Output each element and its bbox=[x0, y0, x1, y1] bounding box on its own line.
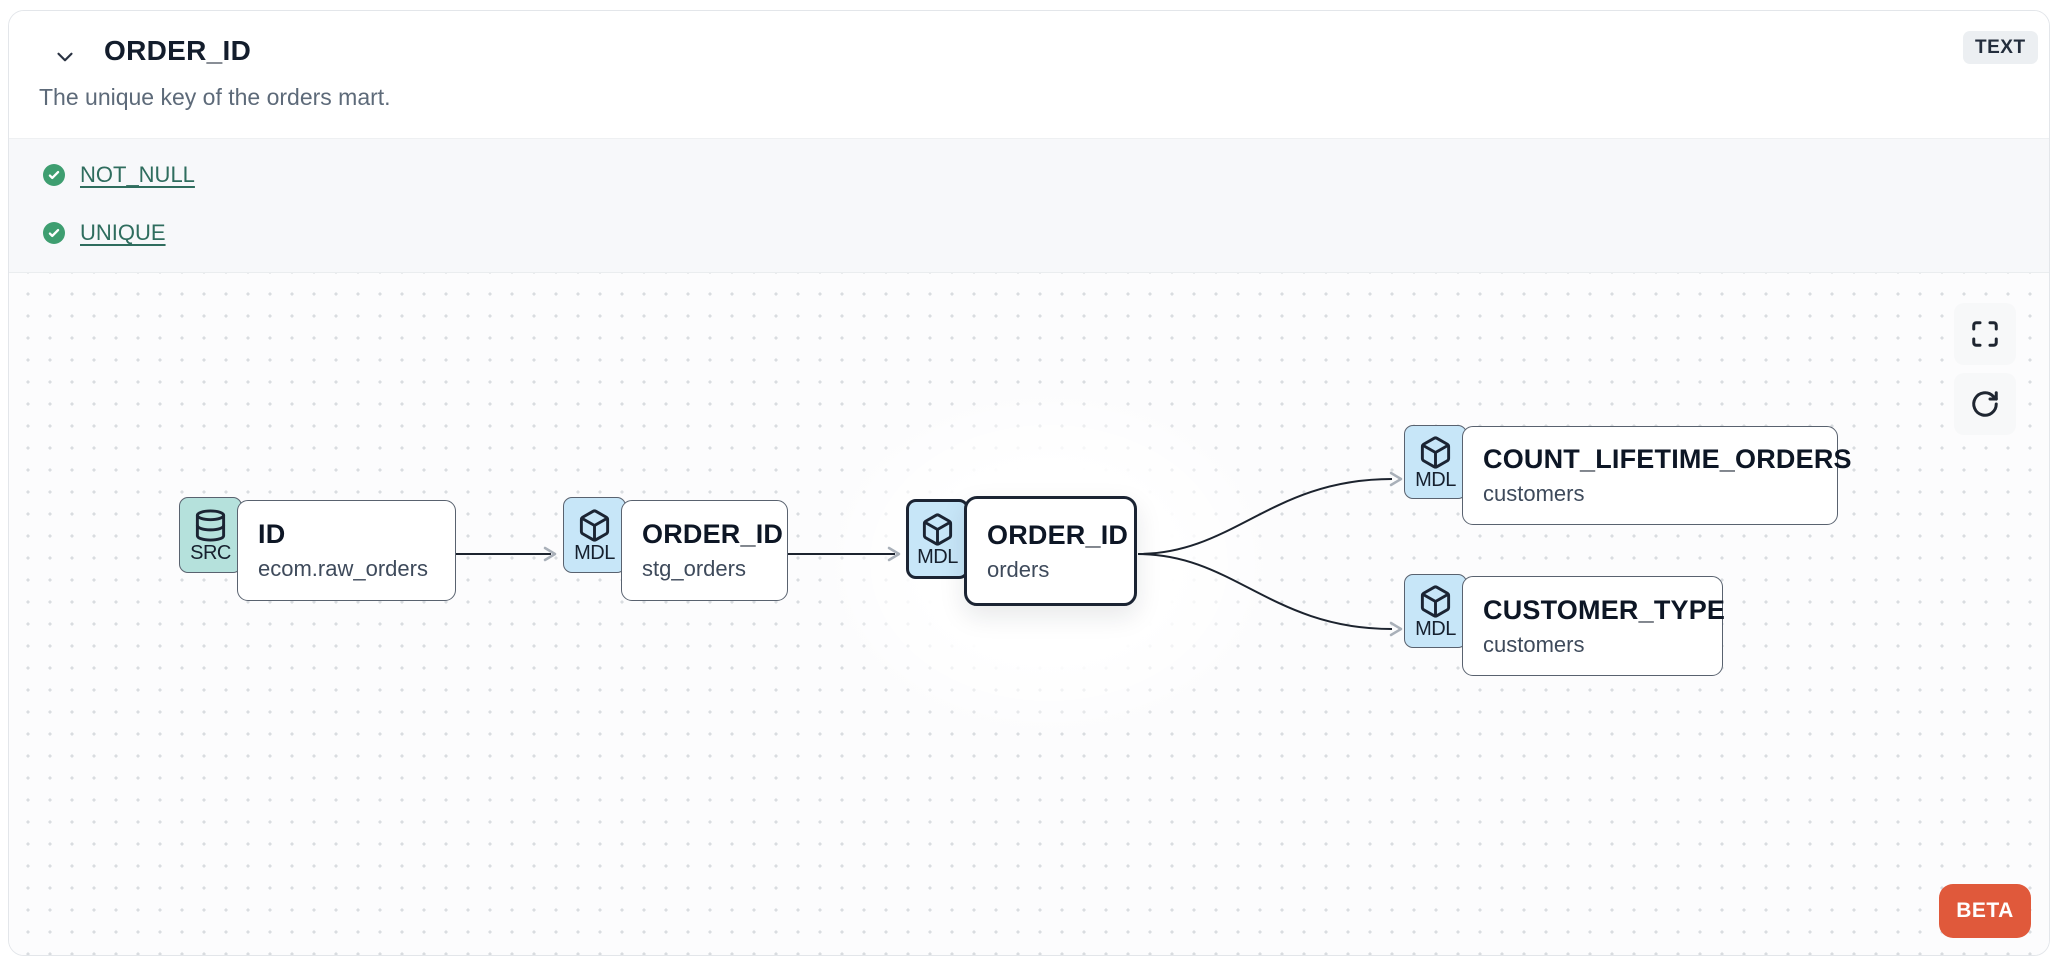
node-title: CUSTOMER_TYPE bbox=[1483, 594, 1726, 625]
node-title: ID bbox=[258, 519, 286, 549]
node-type-badge-mdl: MDL bbox=[1404, 425, 1467, 499]
node-kind-label: MDL bbox=[574, 542, 615, 564]
node-subtitle: orders bbox=[987, 556, 1050, 582]
lineage-canvas[interactable]: SRC ID ecom.raw_orders MDL ORDER_ID stg_… bbox=[9, 273, 2049, 955]
lineage-edges bbox=[454, 471, 1403, 637]
lineage-node-count-lifetime-orders[interactable]: MDL COUNT_LIFETIME_ORDERS customers bbox=[1404, 425, 1852, 525]
lineage-node-src-id[interactable]: SRC ID ecom.raw_orders bbox=[179, 497, 456, 601]
node-type-badge-mdl: MDL bbox=[1404, 574, 1467, 648]
node-card: COUNT_LIFETIME_ORDERS customers bbox=[1462, 426, 1852, 525]
fullscreen-button[interactable] bbox=[1954, 303, 2016, 365]
node-type-badge-mdl: MDL bbox=[906, 499, 969, 579]
node-title: ORDER_ID bbox=[642, 519, 784, 549]
column-details-card: ORDER_ID TEXT The unique key of the orde… bbox=[8, 10, 2050, 956]
test-row: UNIQUE bbox=[43, 219, 2049, 247]
beta-badge: BETA bbox=[1939, 884, 2031, 938]
column-name: ORDER_ID bbox=[104, 35, 252, 66]
node-card: ORDER_ID orders bbox=[964, 496, 1137, 606]
cube-icon bbox=[1418, 584, 1453, 619]
node-card: ID ecom.raw_orders bbox=[237, 500, 456, 601]
node-kind-label: MDL bbox=[1415, 618, 1456, 640]
tests-section: NOT_NULL UNIQUE bbox=[9, 138, 2049, 273]
node-type-badge-mdl: MDL bbox=[563, 497, 626, 573]
check-circle-icon bbox=[43, 222, 65, 244]
node-card: ORDER_ID stg_orders bbox=[621, 500, 788, 601]
collapse-button[interactable] bbox=[49, 41, 81, 73]
cube-icon bbox=[577, 508, 612, 543]
node-card: CUSTOMER_TYPE customers bbox=[1462, 576, 1726, 676]
node-subtitle: customers bbox=[1483, 631, 1585, 657]
node-subtitle: ecom.raw_orders bbox=[258, 556, 428, 581]
column-header: ORDER_ID TEXT The unique key of the orde… bbox=[9, 11, 2049, 138]
column-type-badge: TEXT bbox=[1963, 31, 2038, 64]
node-kind-label: MDL bbox=[1415, 469, 1456, 491]
cube-icon bbox=[1418, 435, 1453, 470]
node-title: COUNT_LIFETIME_ORDERS bbox=[1483, 444, 1852, 474]
check-circle-icon bbox=[43, 164, 65, 186]
fullscreen-icon bbox=[1970, 319, 2000, 349]
refresh-icon bbox=[1970, 389, 2000, 419]
lineage-node-stg-orders[interactable]: MDL ORDER_ID stg_orders bbox=[563, 497, 788, 601]
node-kind-label: SRC bbox=[190, 542, 231, 564]
lineage-node-orders-selected[interactable]: MDL ORDER_ID orders bbox=[906, 496, 1137, 606]
node-subtitle: customers bbox=[1483, 481, 1585, 506]
test-link-unique[interactable]: UNIQUE bbox=[80, 220, 166, 245]
column-description: The unique key of the orders mart. bbox=[39, 84, 391, 110]
cube-icon bbox=[920, 512, 955, 547]
test-link-not-null[interactable]: NOT_NULL bbox=[80, 162, 195, 187]
node-type-badge-src: SRC bbox=[179, 497, 242, 573]
refresh-button[interactable] bbox=[1954, 373, 2016, 435]
lineage-node-customer-type[interactable]: MDL CUSTOMER_TYPE customers bbox=[1404, 574, 1726, 676]
test-row: NOT_NULL bbox=[43, 161, 2049, 189]
database-icon bbox=[193, 508, 228, 543]
node-title: ORDER_ID bbox=[987, 519, 1129, 550]
node-kind-label: MDL bbox=[917, 546, 958, 568]
node-subtitle: stg_orders bbox=[642, 556, 746, 581]
chevron-down-icon bbox=[52, 44, 78, 70]
